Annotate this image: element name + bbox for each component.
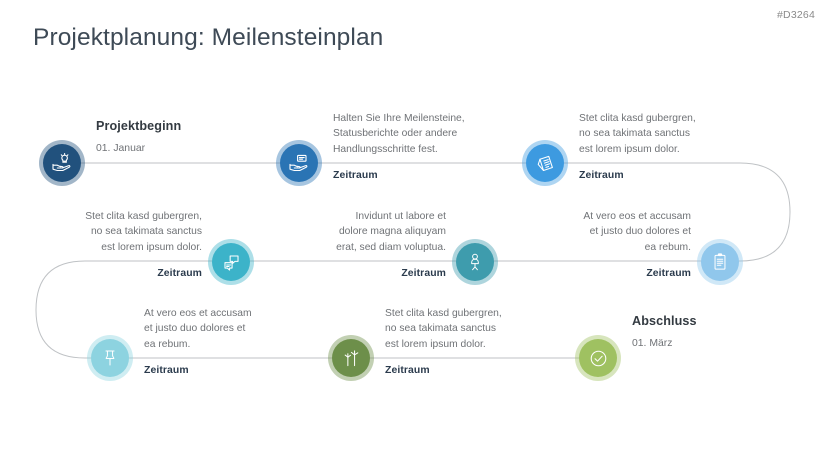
node-core: [332, 339, 370, 377]
flipchart-notes-icon: [534, 152, 557, 175]
milestone-node-2[interactable]: [276, 140, 322, 186]
milestone-node-3[interactable]: [522, 140, 568, 186]
milestone-period: Zeitraum: [157, 268, 202, 279]
person-icon: [464, 251, 486, 273]
milestone-period: Zeitraum: [333, 170, 378, 181]
presentation-hand-icon: [287, 151, 311, 175]
node-core: [526, 144, 564, 182]
milestone-node-5[interactable]: [452, 239, 498, 285]
node-core: [43, 144, 81, 182]
node-core: [701, 243, 739, 281]
milestone-body: Halten Sie Ihre Meilensteine, Statusberi…: [333, 113, 465, 155]
milestone-node-projektbeginn[interactable]: [39, 140, 85, 186]
milestone-node-6[interactable]: [697, 239, 743, 285]
milestone-period: Zeitraum: [144, 365, 189, 376]
check-circle-icon: [587, 347, 610, 370]
milestone-period: Zeitraum: [579, 170, 624, 181]
milestone-period: Zeitraum: [646, 268, 691, 279]
milestone-body: At vero eos et accusam et justo duo dolo…: [583, 211, 691, 253]
milestone-node-abschluss[interactable]: [575, 335, 621, 381]
speech-bubbles-icon: [220, 251, 243, 274]
milestone-heading: Projektbeginn: [96, 119, 182, 133]
wind-turbines-icon: [340, 347, 363, 370]
node-core: [280, 144, 318, 182]
milestone-node-7[interactable]: [87, 335, 133, 381]
milestone-node-8[interactable]: [328, 335, 374, 381]
pushpin-icon: [99, 347, 121, 369]
milestone-body: At vero eos et accusam et justo duo dolo…: [144, 308, 252, 350]
reference-code: #D3264: [777, 9, 815, 21]
node-core: [456, 243, 494, 281]
milestone-body: Stet clita kasd gubergren, no sea takima…: [579, 113, 696, 155]
milestone-period: Zeitraum: [385, 365, 430, 376]
node-core: [91, 339, 129, 377]
milestone-date: 01. Januar: [96, 143, 146, 154]
milestone-period: Zeitraum: [401, 268, 446, 279]
milestone-date: 01. März: [632, 338, 673, 349]
milestone-body: Invidunt ut labore et dolore magna aliqu…: [336, 211, 446, 253]
hand-lightbulb-icon: [50, 151, 74, 175]
node-core: [579, 339, 617, 377]
page-title: Projektplanung: Meilensteinplan: [33, 24, 384, 51]
clipboard-icon: [709, 251, 731, 273]
milestone-heading: Abschluss: [632, 314, 697, 328]
milestone-node-4[interactable]: [208, 239, 254, 285]
milestone-body: Stet clita kasd gubergren, no sea takima…: [385, 308, 502, 350]
node-core: [212, 243, 250, 281]
milestone-body: Stet clita kasd gubergren, no sea takima…: [85, 211, 202, 253]
